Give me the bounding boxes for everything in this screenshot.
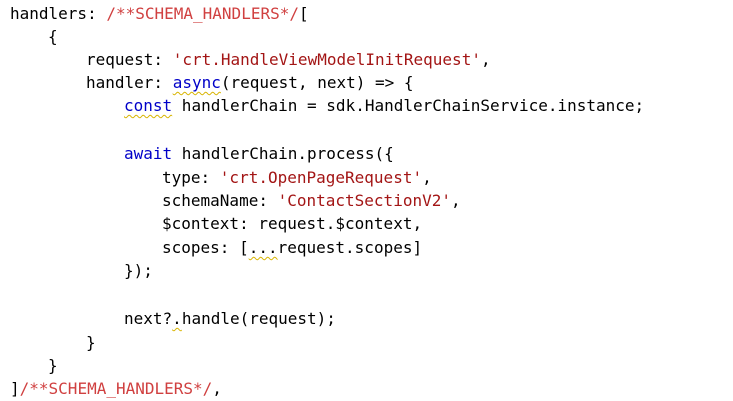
request-value-string: 'crt.HandleViewModelInitRequest' <box>172 50 481 69</box>
code-line-3: request: 'crt.HandleViewModelInitRequest… <box>86 48 491 72</box>
code-line-12: }); <box>124 259 153 283</box>
optional-chain-dot: . <box>172 309 182 328</box>
code-line-1: handlers: /**SCHEMA_HANDLERS*/[ <box>10 2 309 26</box>
open-brace: { <box>48 27 58 46</box>
code-line-2: { <box>48 25 58 49</box>
code-line-8: type: 'crt.OpenPageRequest', <box>162 166 432 190</box>
context-line: $context: request.$context, <box>162 214 423 233</box>
schema-name-comma: , <box>450 191 461 210</box>
code-line-11: scopes: [...request.scopes] <box>162 236 422 260</box>
type-key: type: <box>162 168 220 187</box>
await-keyword: await <box>124 144 173 163</box>
code-line-14: next?.handle(request); <box>124 307 336 331</box>
type-value-string: 'crt.OpenPageRequest' <box>219 168 423 187</box>
const-keyword: const <box>124 96 173 115</box>
handler-key: handler: <box>86 73 173 92</box>
code-line-5: const handlerChain = sdk.HandlerChainSer… <box>124 94 644 118</box>
code-line-7: await handlerChain.process({ <box>124 142 394 166</box>
process-call: handlerChain.process({ <box>172 144 394 163</box>
close-object-brace: } <box>48 356 58 375</box>
close-process-call: }); <box>124 261 153 280</box>
code-line-10: $context: request.$context, <box>162 212 422 236</box>
code-line-15: } <box>86 331 96 355</box>
schema-handlers-comment-open: /**SCHEMA_HANDLERS*/ <box>106 4 299 23</box>
handle-call: handle(request); <box>181 309 336 328</box>
closing-comma: , <box>212 379 222 398</box>
scopes-key: scopes: [ <box>162 238 249 257</box>
close-handler-brace: } <box>86 333 96 352</box>
handler-signature: (request, next) => { <box>220 73 414 92</box>
code-line-17: ]/**SCHEMA_HANDLERS*/, <box>10 377 222 401</box>
type-comma: , <box>422 168 432 187</box>
code-line-4: handler: async(request, next) => { <box>86 71 414 95</box>
scopes-value: request.scopes] <box>277 238 423 257</box>
close-bracket: ] <box>10 379 20 398</box>
async-keyword: async <box>172 73 221 92</box>
schema-name-key: schemaName: <box>162 191 278 210</box>
code-line-9: schemaName: 'ContactSectionV2', <box>162 189 461 213</box>
handler-chain-assignment: handlerChain = sdk.HandlerChainService.i… <box>172 96 645 115</box>
request-key: request: <box>86 50 173 69</box>
next-optional: next? <box>124 309 173 328</box>
code-line-16: } <box>48 354 58 378</box>
handlers-key: handlers: <box>10 4 107 23</box>
request-comma: , <box>480 50 491 69</box>
spread-operator: ... <box>248 238 278 257</box>
open-bracket: [ <box>298 4 309 23</box>
schema-name-value-string: 'ContactSectionV2' <box>277 191 451 210</box>
schema-handlers-comment-close: /**SCHEMA_HANDLERS*/ <box>19 379 213 398</box>
